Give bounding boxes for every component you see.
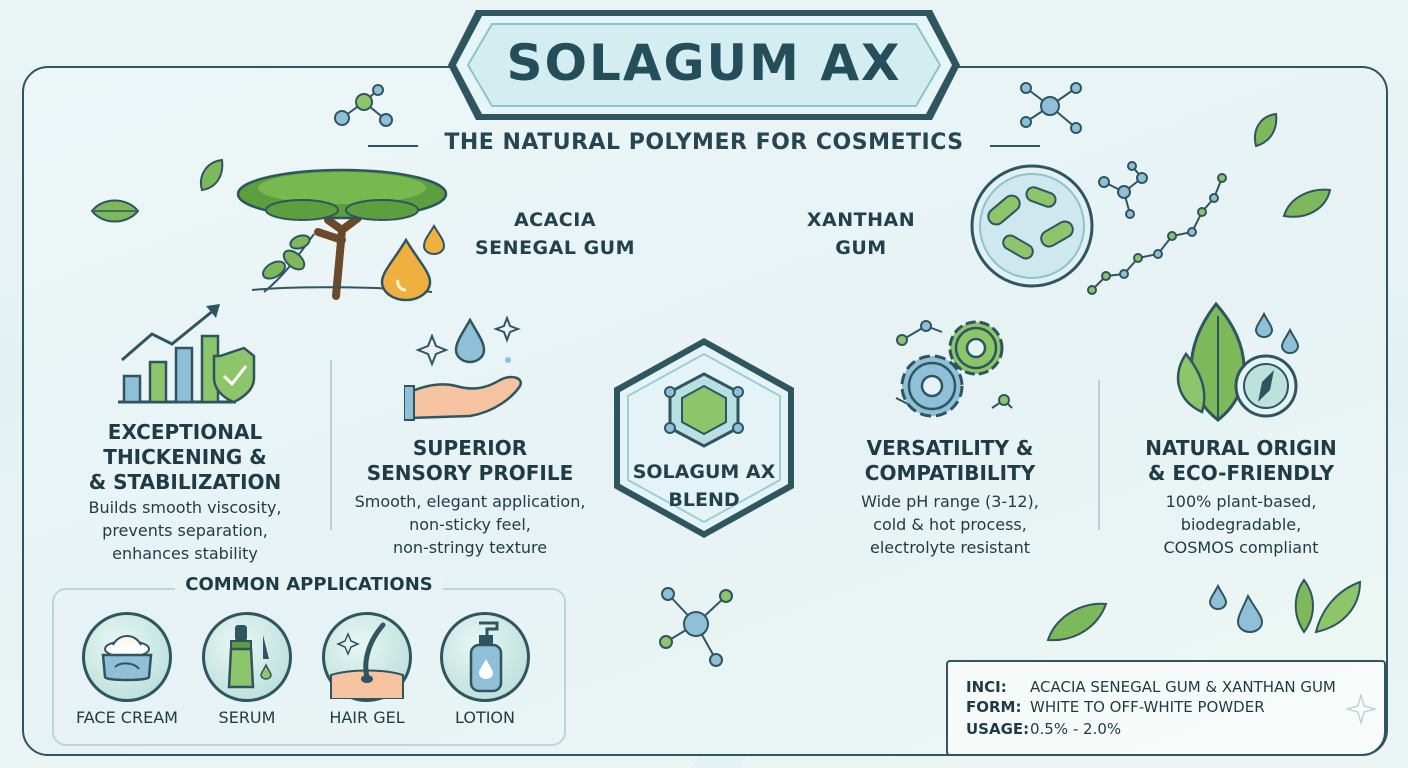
xanthan-label-line1: XANTHAN — [806, 209, 916, 231]
bacteria-dish-icon — [970, 164, 1094, 288]
feature-divider — [1098, 380, 1100, 530]
feature-desc-line: enhances stability — [112, 544, 258, 563]
app-hair-gel — [322, 612, 412, 702]
feature-desc-line: Smooth, elegant application, — [354, 492, 586, 511]
app-face-cream — [82, 612, 172, 702]
center-blend-label: SOLAGUM AX BLEND — [612, 458, 796, 514]
acacia-label-line1: ACACIA — [513, 209, 597, 231]
gears-icon — [895, 320, 1013, 418]
hair-strand-icon — [330, 622, 404, 700]
product-info-box — [946, 660, 1386, 756]
feature-desc-line: prevents separation, — [102, 521, 268, 540]
title-banner — [448, 10, 960, 120]
feature-natural-desc: 100% plant-based, biodegradable, COSMOS … — [1106, 490, 1376, 559]
feature-desc-line: Builds smooth viscosity, — [88, 498, 282, 517]
center-label-line2: BLEND — [668, 489, 740, 511]
molecule-icon — [1020, 82, 1082, 134]
feature-title-line: NATURAL ORIGIN — [1145, 436, 1337, 460]
feature-natural-title: NATURAL ORIGIN & ECO-FRIENDLY — [1106, 436, 1376, 486]
feature-title-line: & STABILIZATION — [88, 470, 282, 494]
feature-desc-line: non-sticky feel, — [409, 515, 531, 534]
app-hair-gel-label: HAIR GEL — [329, 708, 405, 727]
feature-versatility-desc: Wide pH range (3-12), cold & hot process… — [820, 490, 1080, 559]
feature-desc-line: cold & hot process, — [873, 515, 1027, 534]
info-key: FORM: — [966, 698, 1022, 716]
feature-title-line: & ECO-FRIENDLY — [1147, 461, 1335, 485]
feature-desc-line: non-stringy texture — [392, 538, 548, 557]
page-subtitle: THE NATURAL POLYMER FOR COSMETICS — [444, 130, 964, 155]
feature-desc-line: COSMOS compliant — [1163, 538, 1319, 557]
feature-title-line: SUPERIOR — [412, 436, 528, 460]
plant-sprig-icon — [262, 233, 315, 293]
feature-desc-line: electrolyte resistant — [869, 538, 1030, 557]
leaf-icon — [90, 199, 140, 223]
xanthan-label-line2: GUM — [835, 237, 887, 259]
center-label-line1: SOLAGUM AX — [632, 461, 776, 483]
feature-versatility-title: VERSATILITY & COMPATIBILITY — [820, 436, 1080, 486]
acacia-source-label: ACACIA SENEGAL GUM — [470, 206, 640, 262]
sparkle-icon — [1346, 694, 1376, 724]
app-face-cream-label: FACE CREAM — [76, 708, 178, 727]
acacia-tree-icon — [236, 168, 448, 300]
hexagon-core-icon — [664, 372, 744, 448]
leaf-icon — [200, 158, 224, 192]
feature-title-line: EXCEPTIONAL — [107, 420, 263, 444]
feature-divider — [330, 360, 332, 530]
face-cream-jar-icon — [101, 635, 153, 682]
info-key: INCI: — [966, 678, 1007, 696]
feature-desc-line: biodegradable, — [1180, 515, 1302, 534]
leaves-drops-decoration — [1046, 578, 1362, 642]
leaf-icon — [1254, 112, 1278, 148]
subtitle-line-right — [990, 145, 1040, 147]
gum-drop-icon — [380, 224, 446, 302]
feature-desc-line: Wide pH range (3-12), — [861, 492, 1039, 511]
applications-title: COMMON APPLICATIONS — [52, 574, 566, 595]
leaf-compass-icon — [1176, 301, 1300, 422]
feature-title-line: VERSATILITY & — [866, 436, 1034, 460]
leaf-icon — [1282, 188, 1332, 218]
lotion-pump-icon — [469, 621, 503, 693]
app-lotion-label: LOTION — [455, 708, 515, 727]
polymer-chain-icon — [1087, 161, 1227, 295]
app-serum-label: SERUM — [218, 708, 276, 727]
feature-thickening-title: EXCEPTIONAL THICKENING & & STABILIZATION — [40, 420, 330, 495]
info-key: USAGE: — [966, 720, 1030, 738]
feature-title-line: THICKENING & — [103, 445, 267, 469]
info-value: 0.5% - 2.0% — [1030, 720, 1122, 738]
acacia-label-line2: SENEGAL GUM — [475, 237, 635, 259]
app-lotion — [440, 612, 530, 702]
feature-desc-line: 100% plant-based, — [1165, 492, 1317, 511]
hand-drop-icon — [404, 316, 523, 421]
xanthan-source-label: XANTHAN GUM — [796, 206, 926, 262]
subtitle-line-left — [368, 145, 418, 147]
growth-chart-shield-icon — [118, 304, 256, 404]
info-value: WHITE TO OFF-WHITE POWDER — [1030, 698, 1265, 716]
feature-sensory-desc: Smooth, elegant application, non-sticky … — [326, 490, 614, 559]
applications-title-text: COMMON APPLICATIONS — [175, 574, 443, 595]
feature-title-line: COMPATIBILITY — [864, 461, 1036, 485]
app-serum — [202, 612, 292, 702]
molecule-icon — [334, 84, 393, 127]
info-value: ACACIA SENEGAL GUM & XANTHAN GUM — [1030, 678, 1336, 696]
molecule-icon — [659, 587, 733, 667]
page-title: SOLAGUM AX — [506, 34, 902, 92]
feature-thickening-desc: Builds smooth viscosity, prevents separa… — [40, 496, 330, 565]
feature-sensory-title: SUPERIOR SENSORY PROFILE — [330, 436, 610, 486]
serum-dropper-icon — [227, 625, 272, 689]
feature-title-line: SENSORY PROFILE — [366, 461, 574, 485]
